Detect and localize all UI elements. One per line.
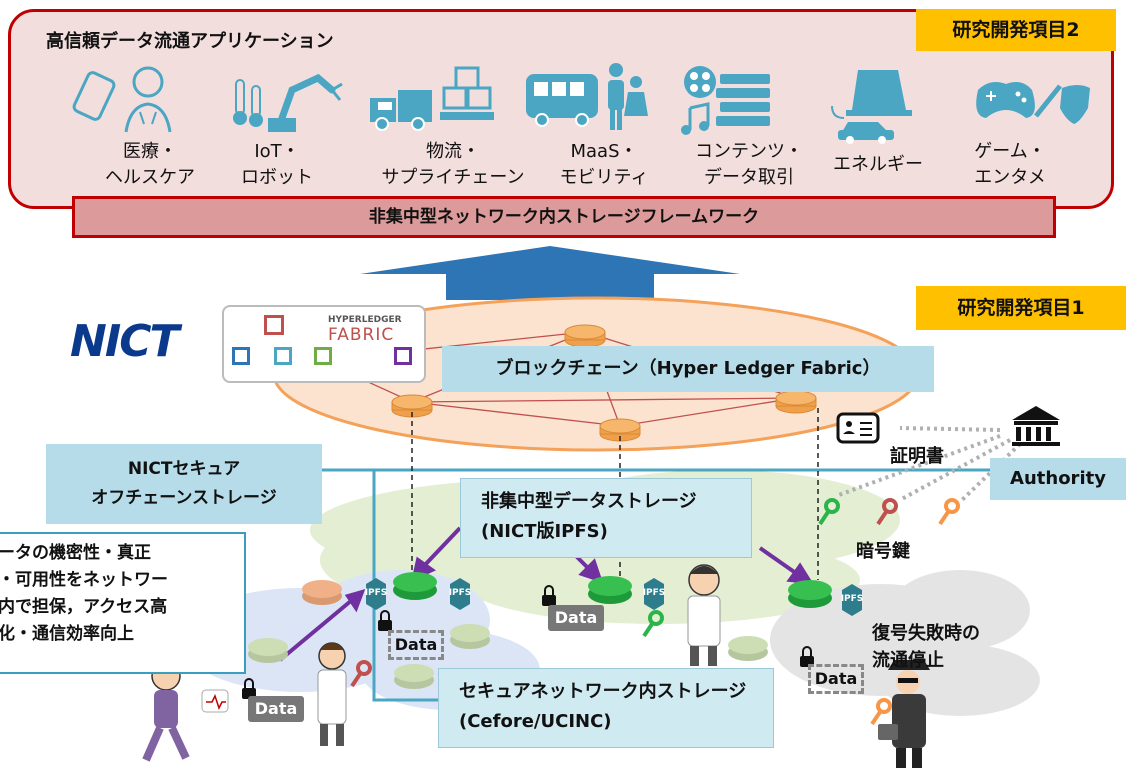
rd-item-1-tag: 研究開発項目1 (916, 286, 1126, 330)
use-case-icons (72, 63, 1090, 144)
game-icon (976, 82, 1090, 124)
logistics-icon (370, 66, 494, 131)
data-chip: Data (248, 696, 304, 722)
robot-icon (233, 73, 343, 132)
hyperledger-logo: HYPERLEDGER FABRIC (222, 305, 426, 383)
use-case-label-robot: IoT・ ロボット (241, 141, 313, 188)
authority-building-icon (1012, 406, 1060, 446)
logo-block-icon (274, 347, 292, 365)
routers (248, 572, 832, 689)
logo-block-icon (264, 315, 284, 335)
decrypt-failure-label: 復号失敗時の 流通停止 (872, 623, 980, 671)
content-icon (681, 66, 770, 135)
ipfs-storage-box: 非集中型データストレージ (NICT版IPFS) (460, 478, 752, 558)
key-icons (350, 498, 960, 726)
logo-block-icon (314, 347, 332, 365)
certificate-icon (836, 412, 880, 444)
hyperledger-text: HYPERLEDGER (328, 315, 402, 325)
use-case-label-medical: 医療・ ヘルスケア (105, 141, 195, 188)
use-case-label-content: コンテンツ・ データ取引 (695, 141, 803, 188)
benefit-note: ータの機密性・真正 ・可用性をネットワー 内で担保，アクセス高 化・通信効率向上 (0, 532, 246, 674)
logo-block-icon (394, 347, 412, 365)
use-case-label-logistics: 物流・ サプライチェーン (381, 141, 525, 188)
data-chip-dashed: Data (808, 664, 864, 694)
energy-icon (831, 70, 912, 144)
blockchain-label: ブロックチェーン（Hyper Ledger Fabric） (442, 346, 934, 392)
spy-person (878, 660, 930, 768)
application-title: 高信頼データ流通アプリケーション (46, 31, 334, 52)
doctor-person-center (687, 564, 721, 666)
certificate-label: 証明書 (890, 446, 944, 467)
ipfs-badge: IPFS (448, 588, 472, 598)
encryption-key-label: 暗号鍵 (856, 541, 910, 562)
framework-bar: 非集中型ネットワーク内ストレージフレームワーク (72, 196, 1056, 238)
medical-icon (72, 66, 172, 133)
blockchain-nodes (391, 324, 817, 442)
use-case-label-game: ゲーム・ エンタメ (974, 141, 1046, 188)
secure-storage-box: セキュアネットワーク内ストレージ (Cefore/UCINC) (438, 668, 774, 748)
bus-icon (526, 63, 648, 130)
logo-block-icon (232, 347, 250, 365)
use-case-label-maas: MaaS・ モビリティ (559, 141, 649, 188)
authority-label: Authority (990, 458, 1126, 500)
data-chip: Data (548, 605, 604, 631)
ipfs-badge: IPFS (364, 588, 388, 598)
rd-item-2-tag: 研究開発項目2 (916, 9, 1116, 51)
up-arrow (360, 246, 740, 300)
ipfs-badges (366, 578, 862, 616)
data-chip-dashed: Data (388, 630, 444, 660)
doctor-person-left (317, 642, 347, 746)
ipfs-badge: IPFS (840, 594, 864, 604)
fabric-text: FABRIC (328, 325, 395, 345)
ipfs-badge: IPFS (642, 588, 666, 598)
use-case-label-energy: エネルギー (833, 154, 923, 175)
nict-logo: NICT (70, 316, 179, 367)
offchain-storage-label: NICTセキュア オフチェーンストレージ (46, 444, 322, 524)
